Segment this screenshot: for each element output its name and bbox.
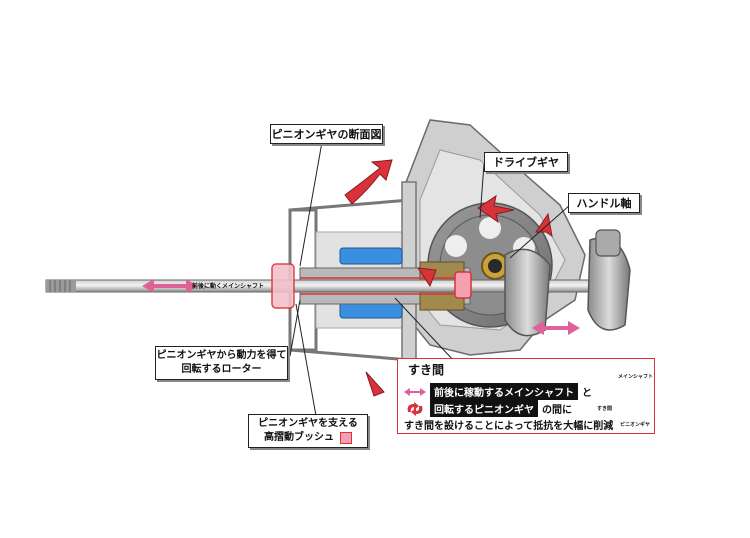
drive-gear-label: ドライブギヤ bbox=[493, 156, 559, 169]
pinion-section-label: ピニオンギヤの断面図 bbox=[271, 128, 382, 141]
gap-row2-tag: 回転するピニオンギヤ bbox=[430, 400, 538, 417]
gap-title: すき間 bbox=[408, 363, 445, 377]
leader-lines bbox=[289, 141, 571, 428]
gap-explanation-box: すき間 前後に稼動するメインシャフト と 回転するピニオンギヤ の間に すき間を… bbox=[397, 358, 655, 434]
inset-label-gap: すき間 bbox=[597, 406, 613, 412]
motion-arrows bbox=[142, 279, 580, 335]
bush-color-swatch bbox=[340, 432, 352, 444]
rotation-arrow-icon bbox=[407, 401, 423, 416]
bush-callout: ピニオンギヤを支える 高摺動ブッシュ bbox=[248, 414, 368, 448]
bearings bbox=[339, 247, 403, 319]
bush-label-text: 高摺動ブッシュ bbox=[264, 432, 334, 443]
gap-row-pinion: 回転するピニオンギヤ の間に bbox=[404, 400, 576, 417]
gap-row2-suffix: の間に bbox=[542, 405, 572, 416]
bush-label-line1: ピニオンギヤを支える bbox=[258, 418, 358, 429]
rotor-callout: ピニオンギヤから動力を得て 回転するローター bbox=[155, 346, 288, 380]
pinion-section-callout: ピニオンギヤの断面図 bbox=[270, 124, 383, 144]
bush-label-line2: 高摺動ブッシュ bbox=[264, 431, 352, 445]
handle-shaft-callout: ハンドル軸 bbox=[568, 193, 640, 213]
inset-label-pinion: ピニオンギヤ bbox=[620, 422, 651, 428]
rotor-label-line1: ピニオンギヤから動力を得て bbox=[156, 350, 287, 361]
rotation-arrows bbox=[344, 159, 553, 397]
double-arrow-icon bbox=[404, 387, 426, 396]
inset-label-main-shaft: メインシャフト bbox=[618, 374, 654, 380]
gap-row1-suffix: と bbox=[582, 388, 592, 399]
gap-row-summary: すき間を設けることによって抵抗を大幅に削減 bbox=[404, 421, 614, 432]
gap-row-main-shaft: 前後に稼動するメインシャフト と bbox=[404, 383, 596, 400]
handle-shaft-label: ハンドル軸 bbox=[576, 197, 632, 210]
main-shaft-moves-label: 前後に動くメインシャフト bbox=[192, 283, 265, 290]
bushes bbox=[271, 263, 472, 309]
rotor-label-line2: 回転するローター bbox=[181, 364, 262, 375]
handle-assembly bbox=[504, 229, 631, 337]
drive-gear-callout: ドライブギヤ bbox=[484, 152, 568, 172]
gap-row1-tag: 前後に稼動するメインシャフト bbox=[430, 383, 578, 400]
